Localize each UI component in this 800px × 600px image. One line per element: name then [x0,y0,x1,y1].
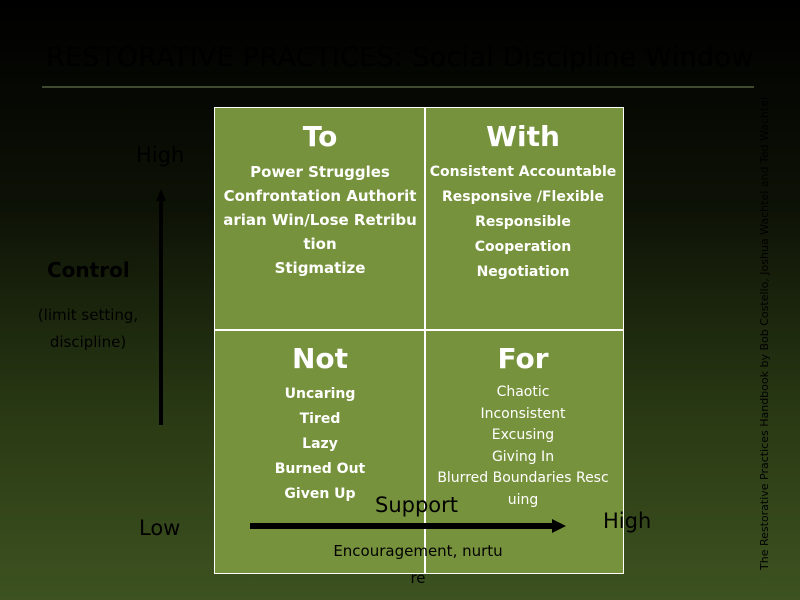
x-axis-low-label: Low [139,516,181,540]
quadrant-not: Not Uncaring Tired Lazy Burned Out Given… [222,342,418,507]
grid-vertical-divider [424,108,426,573]
quadrant-not-item: Lazy [302,436,338,452]
quadrant-to-item: arian Win/Lose Retribu [223,211,417,229]
quadrant-for-item: Giving In [491,448,555,465]
quadrant-for-item: Chaotic [496,384,550,400]
y-axis-high-label: High [136,143,185,167]
quadrant-to-title: To [302,120,338,153]
quadrant-not-item: Burned Out [274,461,366,477]
quadrant-to-item: Power Struggles [250,163,390,181]
x-axis-arrow-head [552,519,566,533]
y-axis-sublabel-line: discipline) [49,333,127,351]
quadrant-to-item: tion [303,235,337,253]
quadrant-for-title: For [497,342,549,375]
quadrant-for-item: uing [507,491,539,508]
x-axis-arrow-shaft [250,523,554,529]
grid-horizontal-divider [215,329,623,331]
quadrant-for-item: Inconsistent [480,405,566,422]
y-axis-sublabel: (limit setting, discipline) [28,302,148,356]
quadrant-to-item: Confrontation Authorit [223,187,417,205]
quadrant-with-item: Responsible Cooperation [474,214,572,255]
title-divider [42,86,754,88]
x-axis-sublabel: Encouragement, nurtu re [318,538,518,592]
discipline-window-grid [214,107,624,574]
x-axis-arrow [250,519,566,533]
y-axis-arrow [156,189,166,425]
quadrant-not-title: Not [291,342,349,375]
quadrant-for: For Chaotic Inconsistent Excusing Giving… [428,342,618,511]
y-axis-sublabel-line: (limit setting, [37,306,139,324]
quadrant-not-item: Uncaring [284,386,356,402]
y-axis-arrow-shaft [159,199,163,425]
quadrant-to-item: Stigmatize [274,259,366,277]
page-title: RESTORATIVE PRACTICES: Social Discipline… [46,42,754,73]
quadrant-not-item: Given Up [284,486,356,502]
source-credit: The Restorative Practices Handbook by Bo… [758,96,771,570]
x-axis-high-label: High [603,509,652,533]
x-axis-sublabel-line: re [410,569,426,587]
quadrant-for-item: Blurred Boundaries Resc [437,470,609,486]
x-axis-sublabel-line: Encouragement, nurtu [333,542,503,560]
quadrant-with-title: With [486,120,560,153]
quadrant-with-item: Consistent Accountable [429,164,617,180]
y-axis-arrow-head [156,189,166,201]
quadrant-with-item: Responsive /Flexible [442,189,604,205]
quadrant-with: With Consistent Accountable Responsive /… [428,120,618,285]
quadrant-to: To Power Struggles Confrontation Authori… [222,120,418,280]
y-axis-label: Control [47,258,130,282]
x-axis-label: Support [375,493,459,517]
quadrant-for-item: Excusing [491,427,555,443]
quadrant-with-item: Negotiation [476,264,570,280]
quadrant-not-item: Tired [299,411,341,427]
